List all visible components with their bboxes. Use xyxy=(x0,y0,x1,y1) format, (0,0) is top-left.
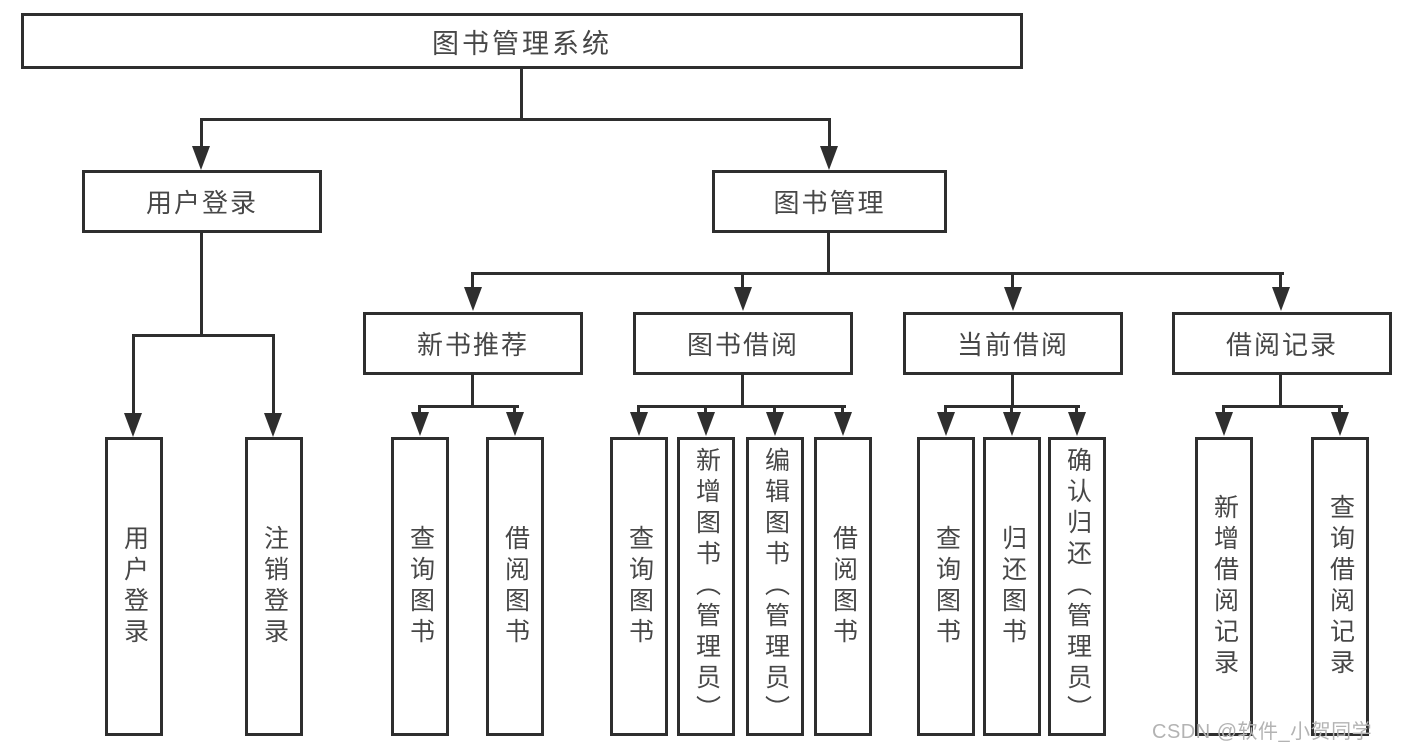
connector-line xyxy=(944,405,947,415)
node-book-management-label: 图书管理 xyxy=(773,188,886,218)
connector-line xyxy=(1010,405,1013,415)
connector-line xyxy=(1011,272,1014,290)
node-current-borrow-label: 当前借阅 xyxy=(956,330,1069,360)
connector-line xyxy=(200,118,203,148)
leaf-query-books-borrow: 查询图书 xyxy=(610,437,668,736)
node-new-book-recommend: 新书推荐 xyxy=(363,312,583,375)
leaf-query-books-current: 查询图书 xyxy=(917,437,975,736)
connector-line xyxy=(418,405,421,415)
connector-line xyxy=(1279,272,1282,290)
leaf-return-books: 归还图书 xyxy=(983,437,1041,736)
arrowhead-icon xyxy=(506,412,524,436)
node-borrow-records: 借阅记录 xyxy=(1172,312,1392,375)
leaf-query-books-recommend-label: 查询图书 xyxy=(406,524,435,649)
leaf-return-books-label: 归还图书 xyxy=(998,524,1027,649)
node-book-management: 图书管理 xyxy=(712,170,947,233)
connector-line xyxy=(741,375,744,405)
connector-line xyxy=(471,272,1284,275)
arrowhead-icon xyxy=(1068,412,1086,436)
leaf-borrow-books-label: 借阅图书 xyxy=(829,524,858,649)
node-user-login-label: 用户登录 xyxy=(145,188,258,218)
node-current-borrow: 当前借阅 xyxy=(903,312,1123,375)
node-book-borrow: 图书借阅 xyxy=(633,312,853,375)
connector-line xyxy=(1222,405,1343,408)
connector-line xyxy=(741,272,744,290)
leaf-add-book-admin: 新增图书（管理员） xyxy=(677,437,735,736)
node-borrow-records-label: 借阅记录 xyxy=(1225,330,1338,360)
leaf-query-borrow-record-label: 查询借阅记录 xyxy=(1326,493,1355,680)
arrowhead-icon xyxy=(766,412,784,436)
leaf-query-books-borrow-label: 查询图书 xyxy=(625,524,654,649)
leaf-logout: 注销登录 xyxy=(245,437,303,736)
arrowhead-icon xyxy=(1004,287,1022,311)
csdn-watermark: CSDN @软件_小贺同学 xyxy=(1152,721,1373,743)
connector-line xyxy=(520,69,523,119)
connector-line xyxy=(1075,405,1078,415)
leaf-confirm-return-admin: 确认归还（管理员） xyxy=(1048,437,1106,736)
arrowhead-icon xyxy=(1331,412,1349,436)
connector-line xyxy=(773,405,776,415)
arrowhead-icon xyxy=(937,412,955,436)
connector-line xyxy=(272,334,275,416)
leaf-borrow-books-recommend-label: 借阅图书 xyxy=(501,524,530,649)
connector-line xyxy=(1222,405,1225,415)
leaf-query-books-recommend: 查询图书 xyxy=(391,437,449,736)
arrowhead-icon xyxy=(124,413,142,437)
leaf-logout-label: 注销登录 xyxy=(260,524,289,649)
leaf-user-login-label: 用户登录 xyxy=(120,524,149,649)
connector-line xyxy=(418,405,519,408)
arrowhead-icon xyxy=(1272,287,1290,311)
arrowhead-icon xyxy=(464,287,482,311)
connector-line xyxy=(471,272,474,290)
connector-line xyxy=(200,233,203,334)
leaf-query-books-current-label: 查询图书 xyxy=(932,524,961,649)
leaf-confirm-return-admin-label: 确认归还（管理员） xyxy=(1063,447,1092,726)
node-user-login: 用户登录 xyxy=(82,170,322,233)
connector-line xyxy=(132,334,135,416)
connector-line xyxy=(841,405,844,415)
arrowhead-icon xyxy=(1003,412,1021,436)
connector-line xyxy=(704,405,707,415)
leaf-add-borrow-record: 新增借阅记录 xyxy=(1195,437,1253,736)
connector-line xyxy=(828,118,831,148)
arrowhead-icon xyxy=(411,412,429,436)
connector-line xyxy=(1011,375,1014,405)
arrowhead-icon xyxy=(192,146,210,170)
connector-line xyxy=(637,405,640,415)
arrowhead-icon xyxy=(734,287,752,311)
leaf-user-login: 用户登录 xyxy=(105,437,163,736)
leaf-borrow-books-recommend: 借阅图书 xyxy=(486,437,544,736)
connector-line xyxy=(827,233,830,272)
node-new-book-recommend-label: 新书推荐 xyxy=(416,330,529,360)
arrowhead-icon xyxy=(834,412,852,436)
arrowhead-icon xyxy=(1215,412,1233,436)
arrowhead-icon xyxy=(264,413,282,437)
connector-line xyxy=(1279,375,1282,405)
connector-line xyxy=(637,405,846,408)
connector-line xyxy=(132,334,275,337)
connector-line xyxy=(200,118,831,121)
arrowhead-icon xyxy=(630,412,648,436)
connector-line xyxy=(513,405,516,415)
node-book-borrow-label: 图书借阅 xyxy=(686,330,799,360)
leaf-query-borrow-record: 查询借阅记录 xyxy=(1311,437,1369,736)
node-root-label: 图书管理系统 xyxy=(432,28,612,59)
connector-line xyxy=(471,375,474,405)
arrowhead-icon xyxy=(820,146,838,170)
connector-line xyxy=(1338,405,1341,415)
leaf-edit-book-admin: 编辑图书（管理员） xyxy=(746,437,804,736)
leaf-borrow-books: 借阅图书 xyxy=(814,437,872,736)
node-root: 图书管理系统 xyxy=(21,13,1023,69)
arrowhead-icon xyxy=(697,412,715,436)
leaf-add-borrow-record-label: 新增借阅记录 xyxy=(1210,493,1239,680)
leaf-add-book-admin-label: 新增图书（管理员） xyxy=(692,447,721,726)
leaf-edit-book-admin-label: 编辑图书（管理员） xyxy=(761,447,790,726)
